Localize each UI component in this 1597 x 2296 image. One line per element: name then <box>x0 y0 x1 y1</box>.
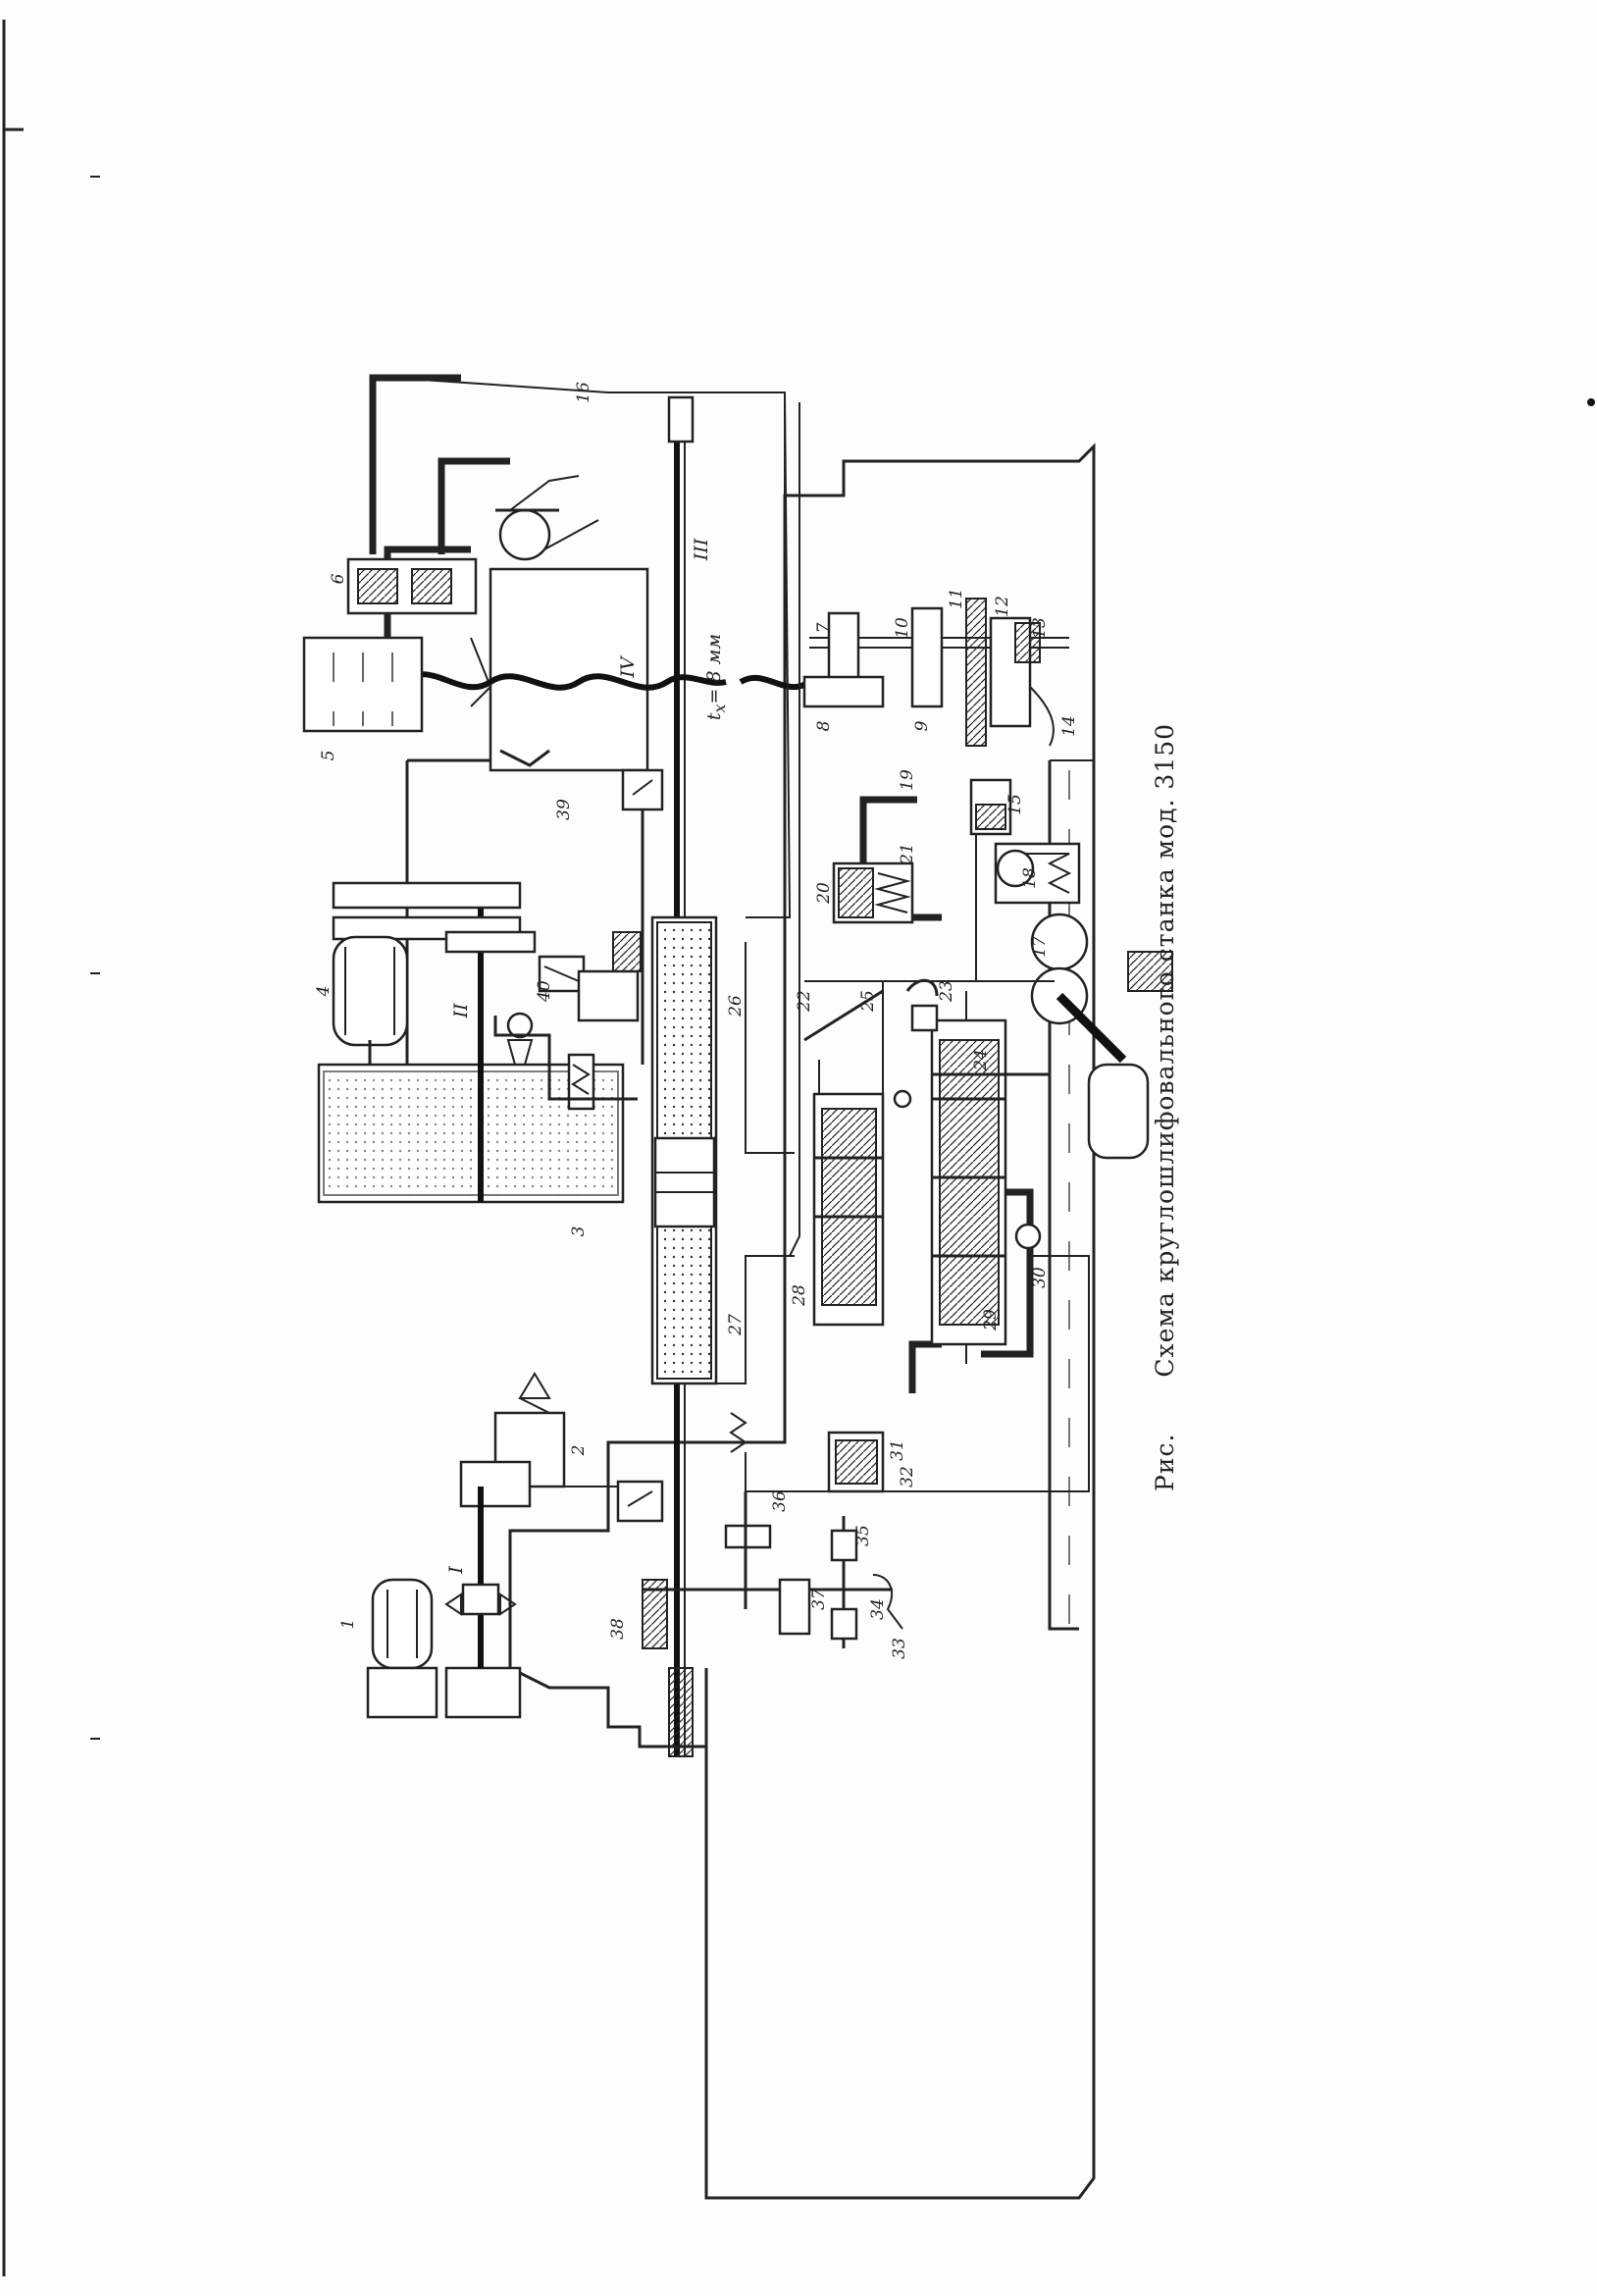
part-label-34: 34 <box>868 1598 888 1620</box>
valve-15-18 <box>969 778 1081 905</box>
part-label-23: 23 <box>937 980 956 1002</box>
part-label-36: 36 <box>770 1490 790 1512</box>
caption-prefix: Рис. <box>1151 1433 1179 1491</box>
part-label-31: 31 <box>888 1439 907 1461</box>
part-label-26: 26 <box>726 995 746 1017</box>
stop-39-upper <box>621 768 664 811</box>
part-label-11: 11 <box>947 588 966 609</box>
part-label-18: 18 <box>1020 867 1040 889</box>
part-label-30: 30 <box>1030 1267 1050 1288</box>
part-label-12: 12 <box>993 596 1012 617</box>
part-label-4: 4 <box>314 985 334 997</box>
part-label-25: 25 <box>858 990 878 1012</box>
shaft-I <box>444 1487 517 1668</box>
part-label-28: 28 <box>790 1284 809 1306</box>
part-label-39: 39 <box>554 799 574 820</box>
tailstock-2 <box>459 1372 628 1508</box>
part-label-27: 27 <box>726 1314 746 1335</box>
part-label-8: 8 <box>814 720 834 732</box>
pipe-16 <box>608 391 792 918</box>
coolant-tank <box>1048 759 1094 1631</box>
part-label-5: 5 <box>319 750 338 761</box>
part-label-32: 32 <box>898 1466 917 1487</box>
part-label-29: 29 <box>981 1309 1001 1331</box>
base-right-block <box>647 1668 708 1748</box>
shaft-label-IV: IV <box>617 656 639 678</box>
part-label-13: 13 <box>1030 617 1050 639</box>
handwheel-mechanism <box>642 1412 903 1649</box>
motor-1 <box>366 1578 522 1719</box>
distributor-28 <box>812 1060 912 1327</box>
cylinder-20 <box>832 861 914 924</box>
stop-39-lower <box>616 1480 664 1523</box>
motor-4 <box>332 935 409 1065</box>
gear-train-7-14 <box>802 598 1069 747</box>
part-label-16: 16 <box>574 382 593 403</box>
pitch-annotation: tx= 8 мм <box>703 633 729 721</box>
part-label-33: 33 <box>890 1638 909 1659</box>
shaft-label-II: II <box>450 1003 472 1018</box>
part-label-14: 14 <box>1059 715 1079 737</box>
shaft-label-III: III <box>691 538 712 561</box>
levers-22-25 <box>803 978 1050 1076</box>
part-label-21: 21 <box>898 843 917 864</box>
headstock-upper <box>470 475 649 772</box>
part-label-20: 20 <box>814 882 834 904</box>
part-label-24: 24 <box>971 1049 991 1070</box>
caption: Рис. Схема круглошлифовального станка мо… <box>1151 723 1184 1491</box>
part-label-1: 1 <box>338 1618 358 1630</box>
table-cylinder <box>650 915 718 1385</box>
part-label-37: 37 <box>809 1589 829 1610</box>
part-label-40: 40 <box>535 980 554 1002</box>
part-label-22: 22 <box>795 990 814 1012</box>
part-label-6: 6 <box>329 573 348 585</box>
part-label-19: 19 <box>898 769 917 791</box>
part-label-38: 38 <box>608 1618 628 1640</box>
part-label-15: 15 <box>1005 794 1025 815</box>
page-border-marks <box>2 20 1595 2276</box>
machine-bed <box>508 443 1096 2200</box>
caption-text: Схема круглошлифовального станка мод. 31… <box>1151 722 1179 1378</box>
part-label-35: 35 <box>853 1525 873 1546</box>
valve-group-40 <box>493 931 642 1111</box>
part-label-2: 2 <box>569 1444 589 1456</box>
shaft-label-I: I <box>445 1566 467 1574</box>
valve-6 <box>346 374 786 628</box>
part-label-10: 10 <box>893 617 912 639</box>
part-label-9: 9 <box>912 720 932 732</box>
part-label-3: 3 <box>569 1226 589 1237</box>
part-label-7: 7 <box>814 622 834 634</box>
part-label-17: 17 <box>1030 936 1050 958</box>
